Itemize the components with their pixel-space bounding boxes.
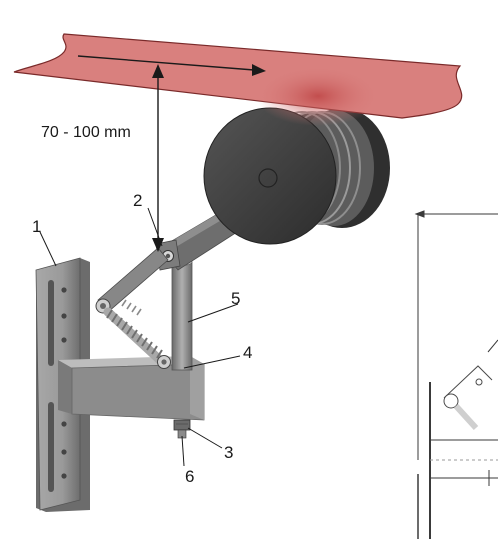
callout-4: 4 [243, 343, 252, 362]
callout-2: 2 [133, 191, 142, 210]
callout-5: 5 [231, 289, 240, 308]
spring-anchor [157, 355, 171, 369]
roller [203, 107, 390, 245]
mounting-plate [35, 257, 90, 512]
background-drawing [414, 210, 498, 539]
adjusting-nut [173, 419, 191, 439]
callout-leaders [39, 207, 241, 467]
conveyor-belt [13, 33, 463, 126]
callout-6: 6 [185, 467, 194, 486]
distance-dimension-line [152, 64, 164, 252]
lever-link [95, 247, 169, 314]
vertical-post [171, 258, 193, 371]
distance-label: 70 - 100 mm [41, 124, 131, 141]
belt-direction-arrow [77, 55, 266, 76]
callout-3: 3 [224, 443, 233, 462]
callout-1: 1 [32, 217, 41, 236]
tension-spring [103, 299, 167, 367]
